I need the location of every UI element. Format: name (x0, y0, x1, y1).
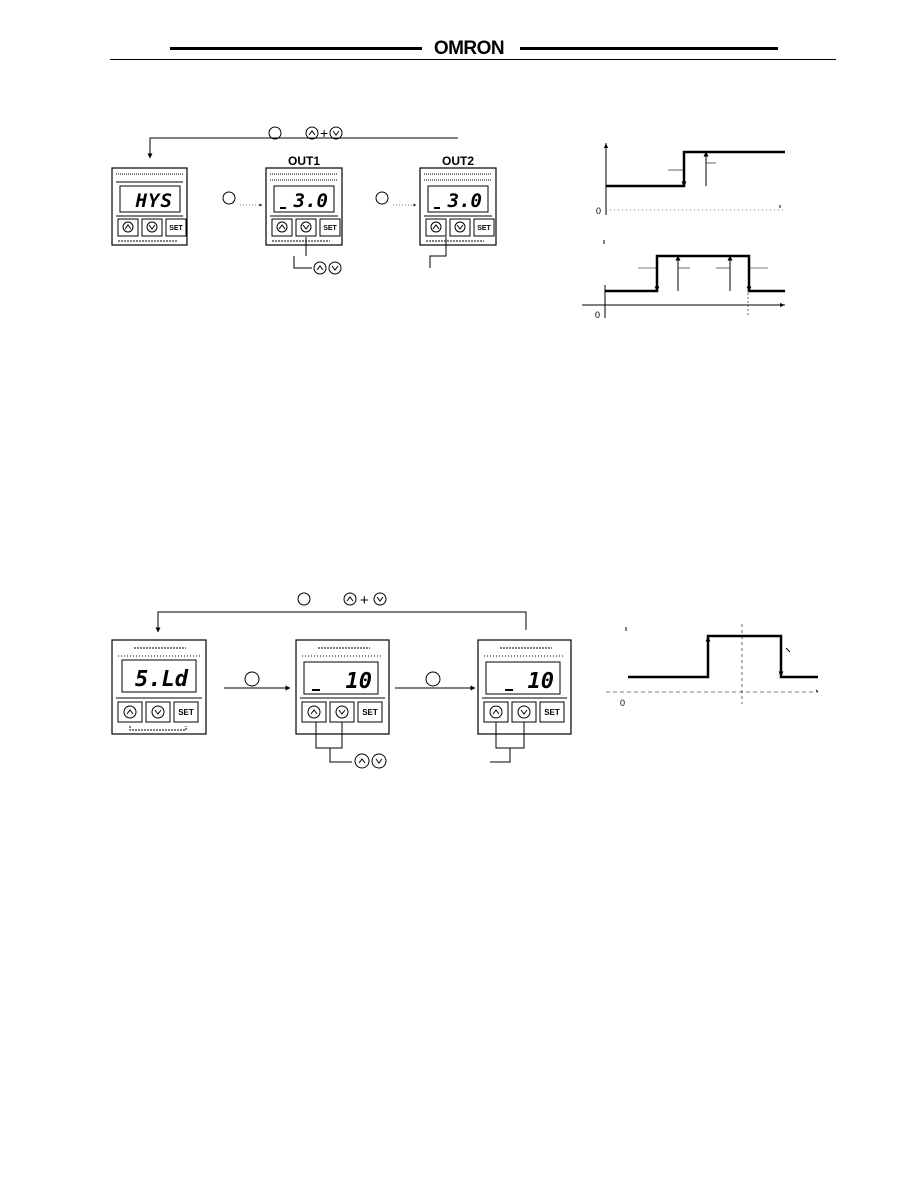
axis-zero-label: 0 (620, 698, 625, 708)
set-key-icon (425, 671, 441, 687)
up-key-icon (430, 221, 442, 233)
panel-caption-out1: OUT1 (288, 154, 320, 168)
section2-graph-window: 0 (606, 624, 819, 708)
panel-display-10b: 10 (528, 669, 555, 694)
set-key-label: SET (323, 225, 337, 232)
section1-panel-out1: OUT1 3.0 SET (265, 154, 343, 275)
up-key-icon (122, 221, 134, 233)
combo-plus: + (360, 592, 369, 609)
omron-logo: OMRON (433, 38, 505, 59)
axis-zero-label: 0 (596, 206, 601, 216)
up-key-icon (313, 261, 327, 275)
down-key-icon (328, 261, 342, 275)
mode-key-icon (297, 592, 311, 606)
up-key-icon (489, 705, 503, 719)
panel-display-out2: 3.0 (447, 190, 482, 212)
section2-arrow-1-2 (224, 671, 291, 691)
mode-key-icon (268, 126, 282, 140)
set-key-icon (222, 191, 236, 205)
axis-zero-label: 0 (595, 310, 600, 320)
down-key-icon (454, 221, 466, 233)
section2-panel-10b: 10 SET (477, 639, 572, 763)
up-key-icon (123, 705, 137, 719)
down-key-icon (146, 221, 158, 233)
set-key-label: SET (477, 225, 491, 232)
section1-panel-out2: OUT2 3.0 SET (419, 154, 497, 268)
section1-graph-single: 0 (596, 143, 785, 216)
down-key-icon (371, 753, 387, 769)
header-rule-right (520, 47, 778, 50)
up-key-icon (343, 592, 357, 606)
set-key-label: SET (169, 225, 183, 232)
combo-plus: + (320, 125, 328, 141)
section1-arrow-2-3 (375, 191, 417, 207)
panel-display-out1: 3.0 (293, 190, 328, 212)
panel-display-hys: HYS (135, 190, 173, 212)
down-key-icon (335, 705, 349, 719)
section2-return-flow (155, 611, 527, 633)
header-rule-left (170, 47, 422, 50)
down-key-icon (300, 221, 312, 233)
up-key-icon (305, 126, 319, 140)
section2-return-combo: + (297, 592, 387, 609)
section1-return-flow (147, 137, 458, 159)
down-key-icon (329, 126, 343, 140)
section2-panel-10a: 10 SET (295, 639, 390, 769)
set-key-icon (375, 191, 389, 205)
section1-panel-hys: HYS SET (111, 167, 188, 246)
header-underline (110, 59, 836, 60)
panel-caption-out2: OUT2 (442, 154, 474, 168)
panel-display-10a: 10 (346, 669, 373, 694)
set-key-icon (244, 671, 260, 687)
set-key-label: SET (544, 708, 560, 717)
down-key-icon (151, 705, 165, 719)
panel-display-sld: 5.Ld (135, 667, 189, 692)
down-key-icon (373, 592, 387, 606)
section1-graph-window: 0 (582, 240, 785, 320)
set-key-label: SET (362, 708, 378, 717)
section1-return-combo: + (268, 125, 343, 141)
section2-arrow-2-3 (395, 671, 476, 691)
section1-arrow-1-2 (222, 191, 263, 207)
set-key-label: SET (178, 708, 194, 717)
section2-panel-sld: 5.Ld SET (111, 639, 207, 735)
up-key-icon (354, 753, 370, 769)
up-key-icon (307, 705, 321, 719)
up-key-icon (276, 221, 288, 233)
down-key-icon (517, 705, 531, 719)
